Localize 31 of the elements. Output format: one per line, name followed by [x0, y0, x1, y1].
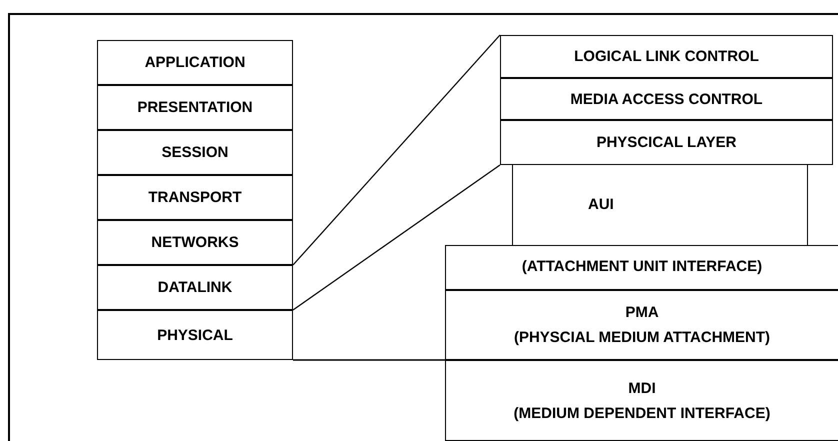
layer-box — [97, 220, 293, 265]
layer-box — [500, 120, 833, 165]
layer-label: APPLICATION — [144, 55, 246, 70]
layer-label: LOGICAL LINK CONTROL — [574, 49, 759, 64]
layer-box — [97, 85, 293, 130]
layer-label: MEDIA ACCESS CONTROL — [570, 92, 763, 106]
layer-box — [500, 78, 833, 120]
layer-box — [97, 130, 293, 175]
layer-box — [97, 40, 293, 85]
layer-label: TRANSPORT — [148, 190, 242, 205]
layer-box — [97, 175, 293, 220]
layer-label: MDI — [628, 380, 656, 396]
layer-box — [445, 290, 838, 360]
layer-label: AUI — [588, 194, 614, 215]
layer-box — [445, 165, 838, 290]
layer-label: DATALINK — [158, 280, 232, 295]
layer-box — [97, 265, 293, 310]
layer-box — [445, 360, 838, 441]
layer-label: PMA — [625, 305, 659, 320]
layer-box — [97, 310, 293, 360]
layer-label: SESSION — [162, 145, 228, 160]
layer-label: (PHYSCIAL MEDIUM ATTACHMENT) — [514, 330, 770, 345]
mapping-line — [292, 34, 500, 266]
layer-label: (MEDIUM DEPENDENT INTERFACE) — [514, 406, 770, 420]
layer-label: PRESENTATION — [137, 100, 253, 115]
layer-box — [500, 35, 833, 78]
layer-label: (ATTACHMENT UNIT INTERFACE) — [522, 257, 762, 278]
layer-label: PHYSCICAL LAYER — [596, 135, 737, 150]
mapping-line — [292, 164, 500, 310]
layer-label: PHYSICAL — [157, 328, 233, 342]
layer-label: NETWORKS — [151, 235, 239, 250]
